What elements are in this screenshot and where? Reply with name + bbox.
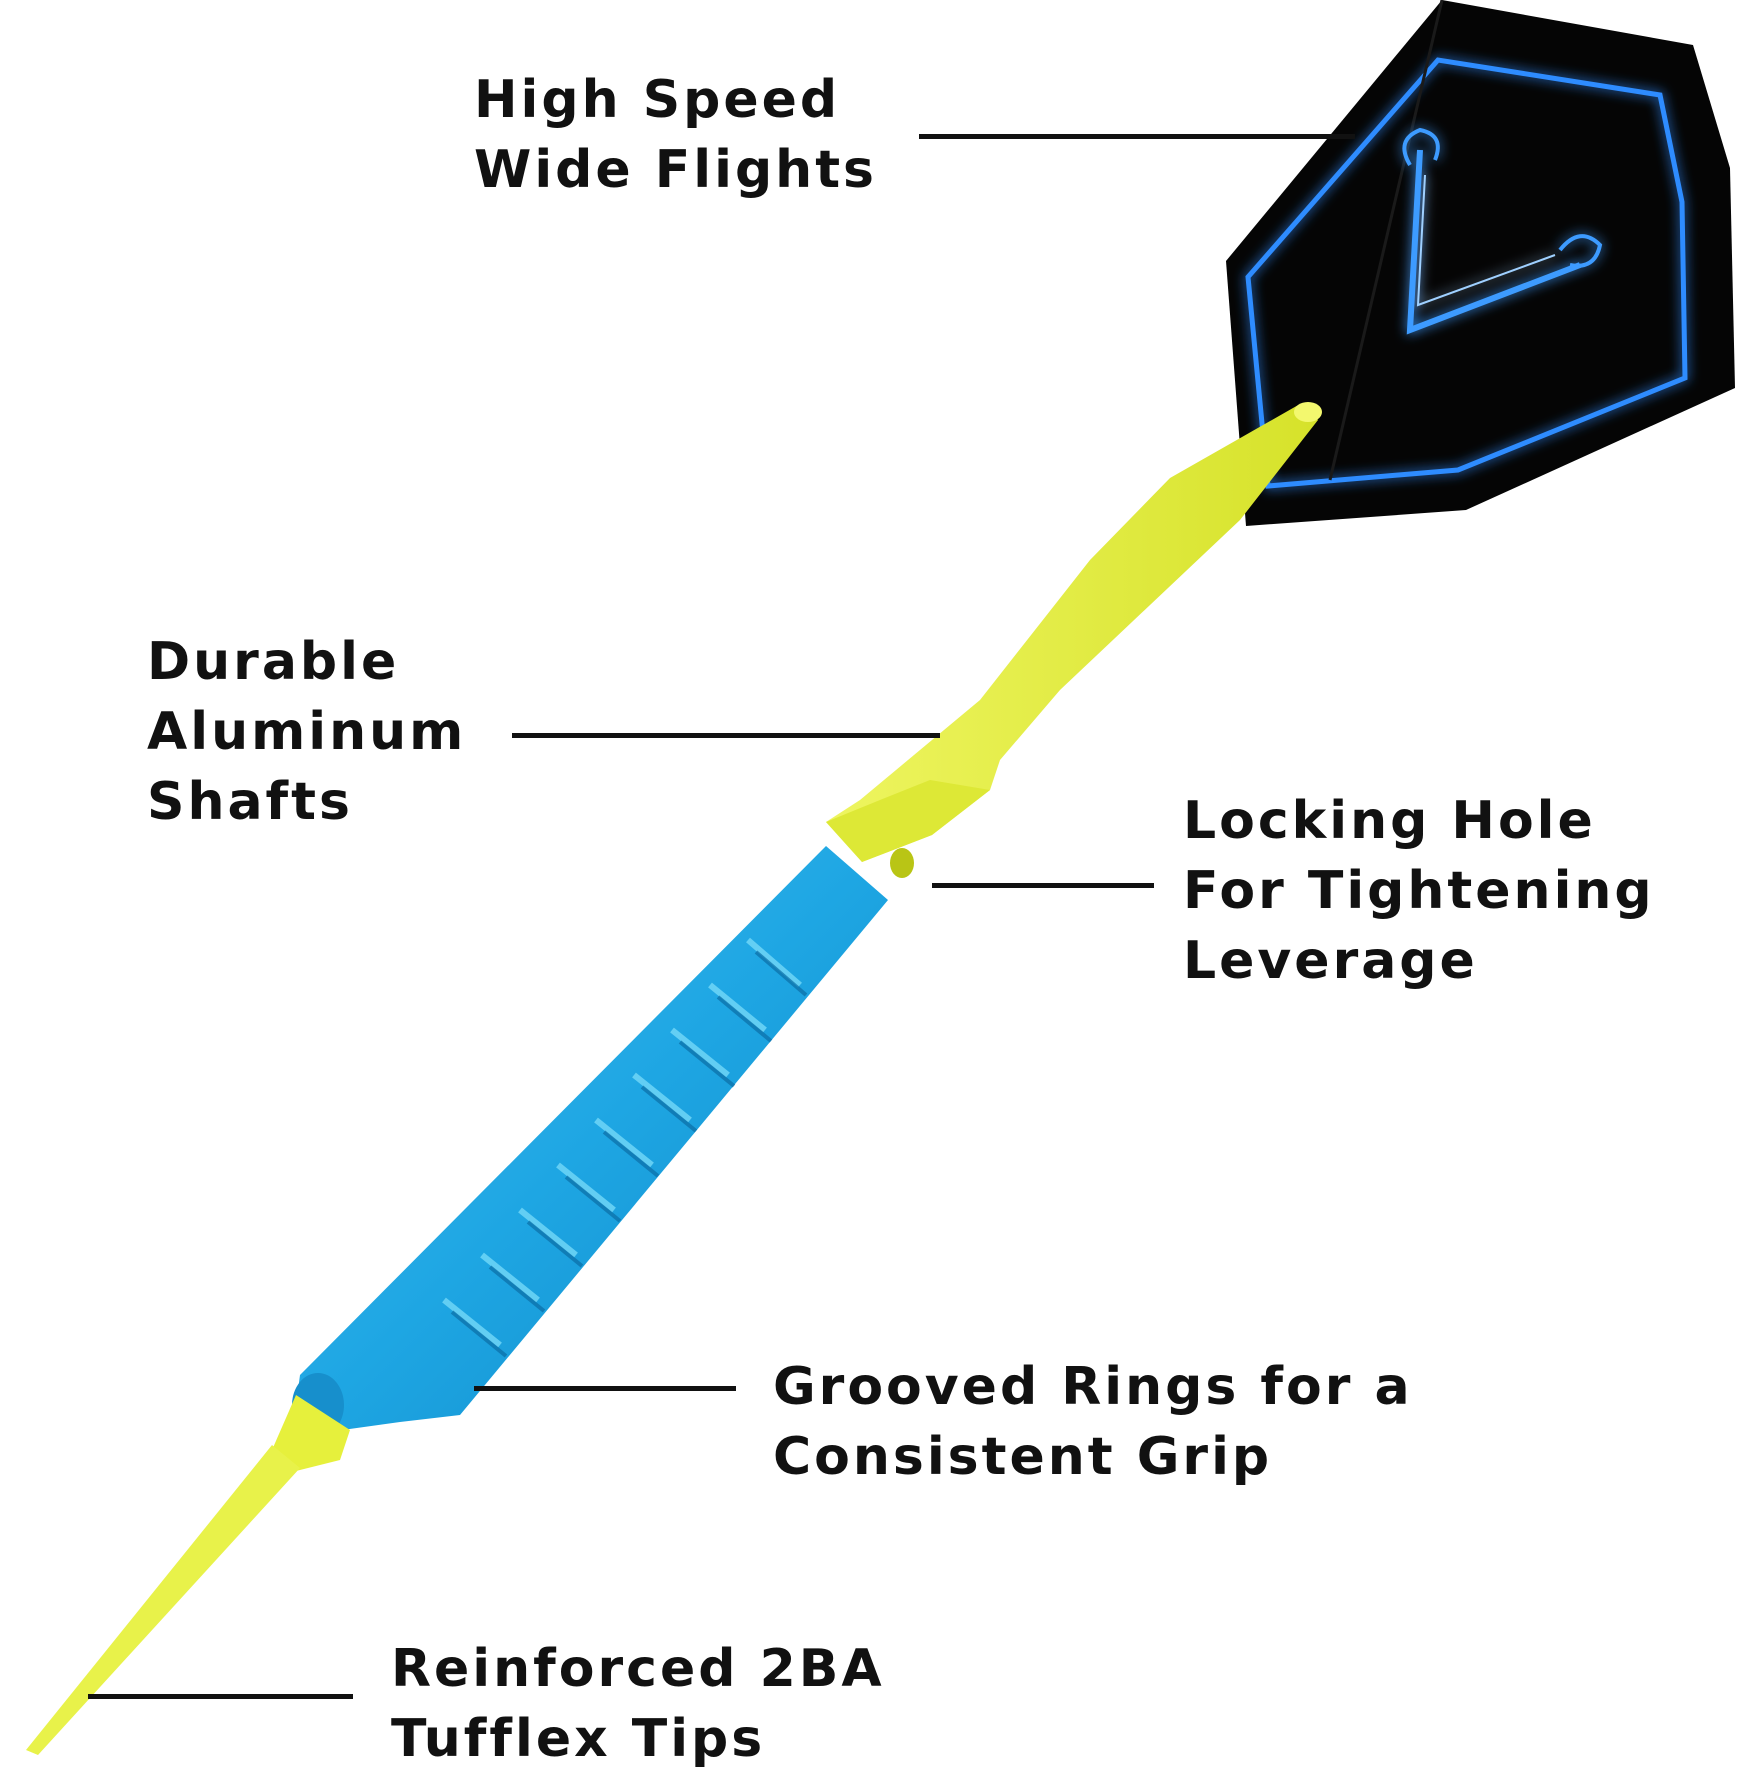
- shaft-collar: [826, 780, 990, 862]
- leader-line-grooved: [474, 1386, 736, 1391]
- callout-grooved-line1: Grooved Rings for a: [773, 1357, 1413, 1417]
- callout-flights-line1: High Speed: [474, 70, 841, 130]
- callout-flights-line2: Wide Flights: [474, 140, 877, 200]
- barrel-body: [296, 846, 888, 1432]
- callout-locking-hole: Locking Hole For Tightening Leverage: [1183, 786, 1655, 996]
- flight-glow-outline: [1245, 57, 1688, 489]
- leader-line-flights: [919, 134, 1355, 139]
- tip-point: [26, 1445, 300, 1755]
- callout-tips: Reinforced 2BA Tufflex Tips: [391, 1634, 885, 1774]
- v-dragon-logo-icon: [1402, 127, 1603, 335]
- callout-shafts-line2: Aluminum: [147, 702, 467, 762]
- callout-flights: High Speed Wide Flights: [474, 65, 877, 205]
- callout-grooved-line2: Consistent Grip: [773, 1427, 1273, 1487]
- callout-shafts-line3: Shafts: [147, 772, 353, 832]
- flight-body: [1226, 0, 1735, 526]
- callout-shafts: Durable Aluminum Shafts: [147, 627, 466, 837]
- leader-line-tips: [88, 1694, 353, 1699]
- flight-fold: [1328, 0, 1444, 481]
- tip-collar: [272, 1395, 350, 1472]
- callout-tips-line2: Tufflex Tips: [391, 1709, 766, 1769]
- callout-tips-line1: Reinforced 2BA: [391, 1639, 885, 1699]
- shaft-tip: [1294, 402, 1322, 422]
- tufflex-tip: [26, 1395, 350, 1755]
- aluminum-shaft: [826, 402, 1322, 878]
- dart-flight-icon: [1226, 0, 1735, 526]
- locking-hole: [890, 848, 914, 878]
- callout-shafts-line1: Durable: [147, 632, 400, 692]
- callout-locking-line2: For Tightening: [1183, 861, 1655, 921]
- leader-line-locking: [932, 883, 1154, 888]
- leader-line-shafts: [512, 733, 940, 738]
- callout-grooved-rings: Grooved Rings for a Consistent Grip: [773, 1352, 1413, 1492]
- callout-locking-line1: Locking Hole: [1183, 791, 1596, 851]
- barrel-groove-shadows: [450, 950, 808, 1358]
- callout-locking-line3: Leverage: [1183, 931, 1478, 991]
- grooved-barrel: [292, 846, 888, 1437]
- shaft-upper: [826, 404, 1318, 862]
- barrel-grooves: [442, 937, 802, 1348]
